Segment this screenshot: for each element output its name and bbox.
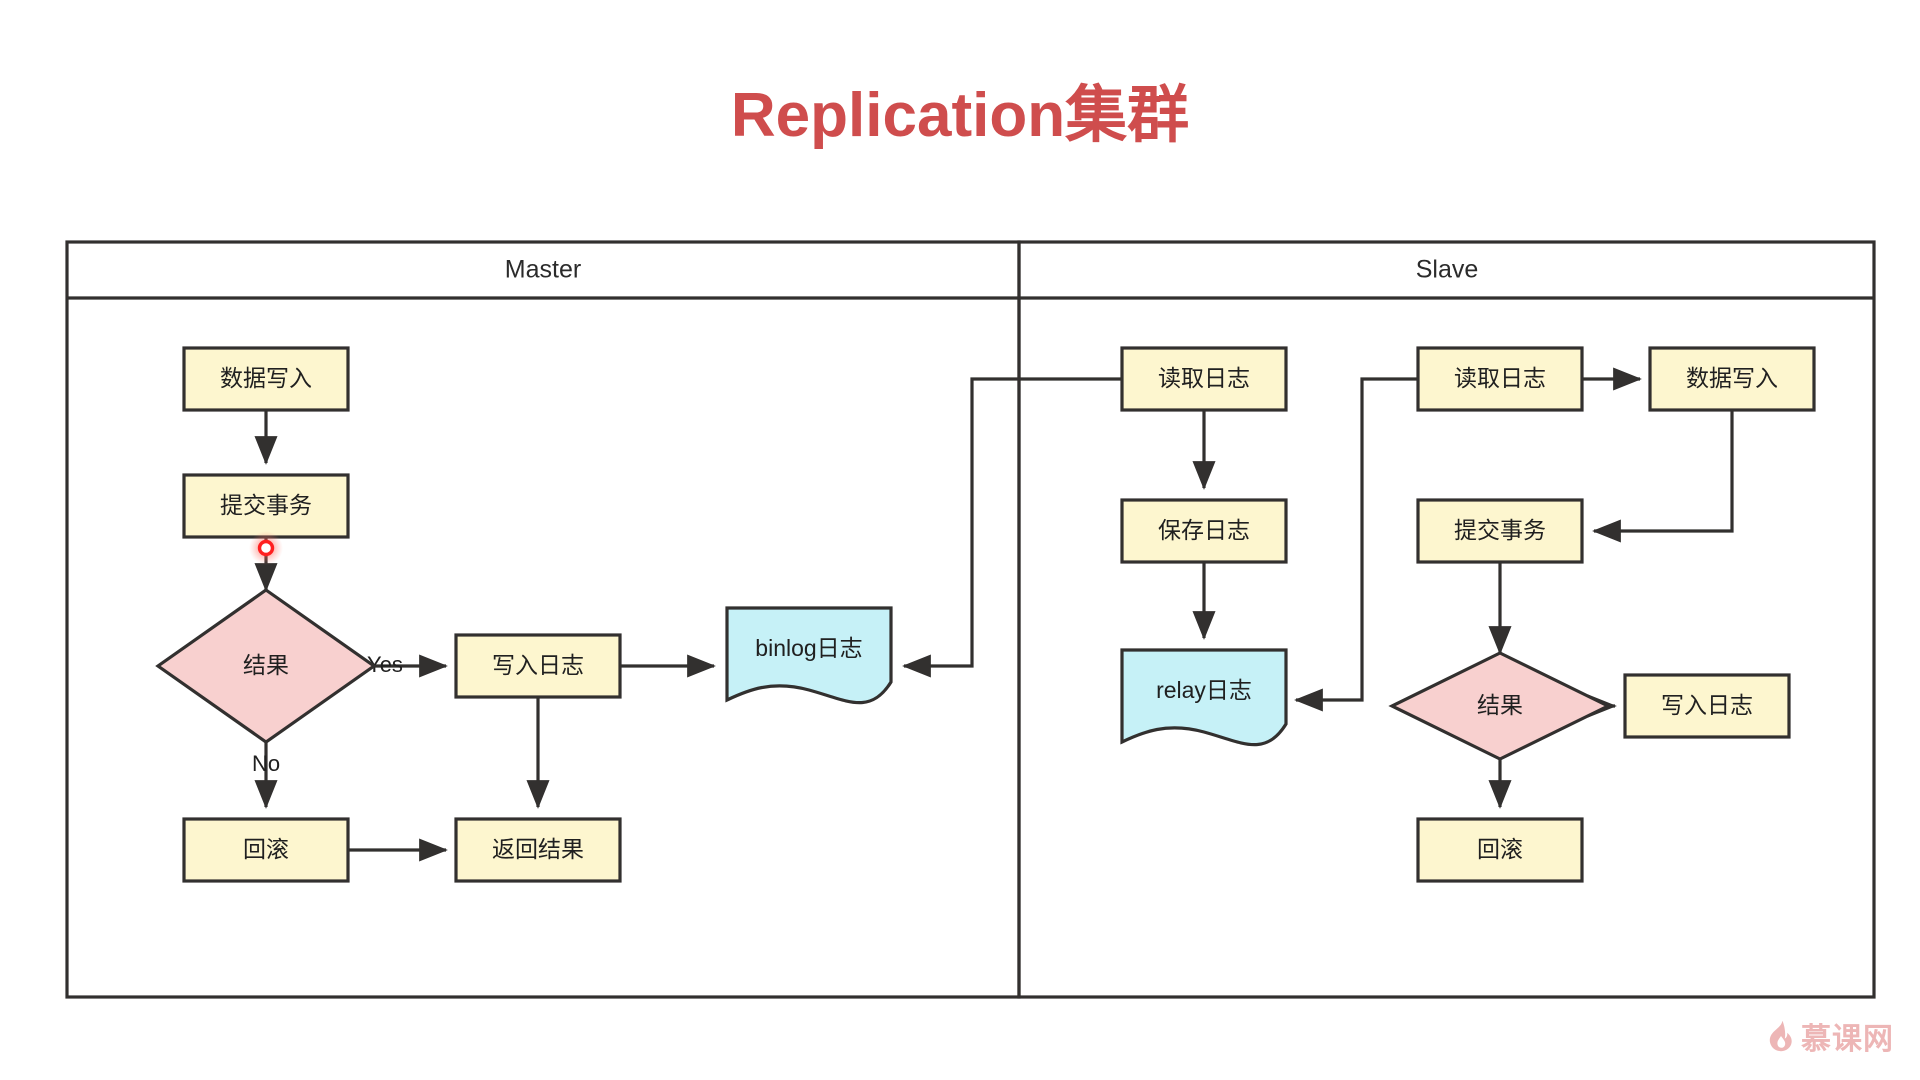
node-label: 结果 [243,652,289,678]
edge-slave-read-to-binlog [902,377,1122,678]
node-slave-commit-transaction[interactable]: 提交事务 [1416,498,1584,564]
watermark-text: 慕课网 [1801,1023,1894,1056]
node-slave-data-write[interactable]: 数据写入 [1648,346,1816,412]
node-label: 返回结果 [492,836,584,862]
panel-slave: Slave [1017,240,1876,999]
node-slave-read-log-io[interactable]: 读取日志 [1120,346,1288,412]
edge-label-no: No [252,751,280,776]
node-master-data-write[interactable]: 数据写入 [182,346,350,412]
edge-write-to-commit-slave [1592,410,1734,543]
node-slave-read-log-sql[interactable]: 读取日志 [1416,346,1584,412]
node-label: 提交事务 [220,492,312,518]
flame-icon [1769,1020,1792,1052]
node-label: 写入日志 [492,652,584,678]
node-master-commit-transaction[interactable]: 提交事务 [182,473,350,539]
node-master-result-decision[interactable]: 结果 [155,588,377,744]
node-slave-result-decision[interactable]: 结果 [1388,651,1612,761]
node-label: 回滚 [1477,836,1523,862]
panel-master-label: Master [505,256,581,284]
watermark: 慕课网 [1768,1014,1894,1058]
node-master-write-log[interactable]: 写入日志 [454,633,622,699]
node-label: 结果 [1477,692,1523,718]
node-label: relay日志 [1156,677,1252,703]
node-label: 读取日志 [1158,365,1250,391]
node-label: 数据写入 [1686,365,1778,391]
node-label: binlog日志 [755,635,862,661]
connection-point-marker[interactable] [249,531,283,565]
node-label: 保存日志 [1158,517,1250,543]
panel-slave-frame [1017,240,1876,999]
node-label: 提交事务 [1454,517,1546,543]
node-label: 数据写入 [220,365,312,391]
node-slave-rollback[interactable]: 回滚 [1416,817,1584,883]
edge-read2-to-relay [1294,377,1418,712]
node-slave-write-log[interactable]: 写入日志 [1623,673,1791,739]
node-label: 读取日志 [1454,365,1546,391]
node-label: 回滚 [243,836,289,862]
node-master-return-result[interactable]: 返回结果 [454,817,622,883]
node-slave-relay-log-document[interactable]: relay日志 [1120,648,1288,747]
page-title: Replication集群 [730,81,1190,150]
node-label: 写入日志 [1661,692,1753,718]
panel-slave-label: Slave [1416,256,1479,284]
node-slave-save-log[interactable]: 保存日志 [1120,498,1288,564]
node-master-binlog-document[interactable]: binlog日志 [725,606,893,705]
node-master-rollback[interactable]: 回滚 [182,817,350,883]
